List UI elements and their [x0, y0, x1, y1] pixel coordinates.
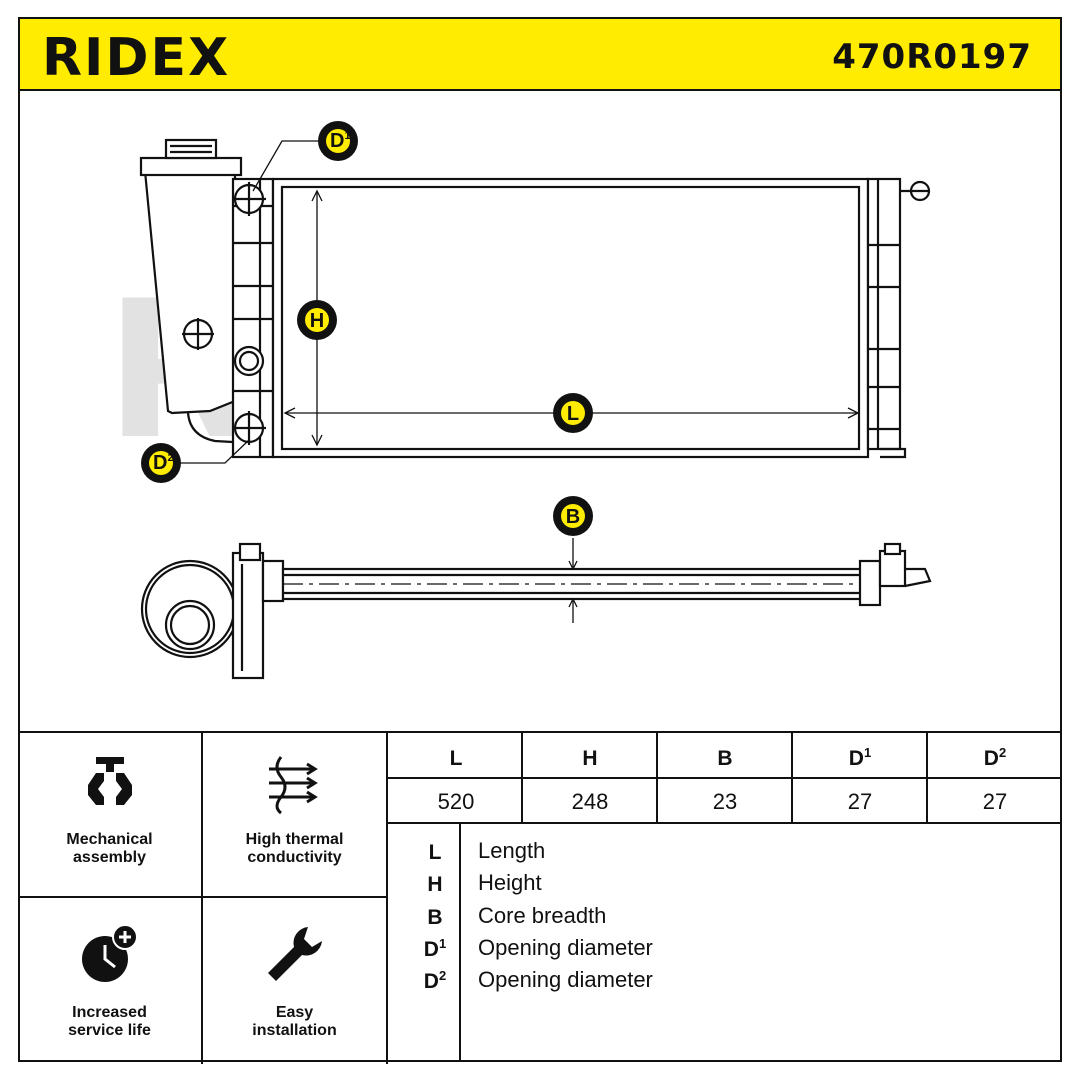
right-end-tank [866, 177, 902, 451]
legend-symbol: L [428, 841, 442, 864]
callout-h: H [297, 300, 337, 340]
svg-text:B: B [566, 506, 580, 528]
callout-d2: D2 [141, 443, 181, 483]
callout-b: B [553, 496, 593, 536]
feature-label: High thermal conductivity [245, 831, 344, 866]
feature-mechanical-assembly: Mechanical assembly [18, 733, 203, 898]
legend-text: Opening diameter [478, 967, 653, 992]
feature-easy-installation: Easy installation [203, 898, 388, 1064]
legend-symbol: D2 [423, 968, 447, 993]
svg-text:D2: D2 [153, 452, 174, 474]
dim-header-b: B [717, 747, 733, 770]
svg-text:D1: D1 [330, 130, 351, 152]
dim-value-d1: 27 [847, 789, 873, 814]
mechanical-assembly-icon [87, 757, 132, 805]
feature-label: Increased service life [68, 1004, 151, 1039]
legend-symbol: H [427, 873, 443, 896]
dim-header-l: L [449, 747, 463, 770]
legend-text: Opening diameter [478, 935, 653, 960]
wrench-icon [267, 927, 322, 981]
side-view-tank [140, 559, 240, 659]
callout-d1: D1 [318, 121, 358, 161]
feature-service-life: Increased service life [18, 898, 203, 1064]
clock-plus-icon [81, 924, 138, 982]
legend-text: Height [478, 870, 542, 895]
dim-header-d1: D1 [848, 745, 872, 770]
radiator-drawing: RIDEX [105, 121, 932, 680]
legend-text: Core breadth [478, 903, 607, 928]
tank-rim [139, 156, 243, 177]
spec-panel: Mechanical assembly High thermal conduct… [18, 731, 1062, 1064]
dim-value-l: 520 [437, 789, 475, 814]
side-view-right-bracket [858, 559, 882, 607]
side-view-left-bracket [231, 551, 265, 680]
legend-text: Length [478, 838, 546, 863]
dim-value-h: 248 [571, 789, 609, 814]
legend-symbol: B [427, 906, 443, 929]
svg-text:L: L [567, 403, 579, 425]
header-bar: RIDEX 470R0197 [18, 17, 1062, 91]
part-number: 470R0197 [832, 37, 1032, 77]
callout-l: L [553, 393, 593, 433]
dim-header-d2: D2 [983, 745, 1007, 770]
dim-value-b: 23 [712, 789, 738, 814]
tank-cap [164, 138, 218, 160]
feature-thermal-conductivity: High thermal conductivity [203, 733, 388, 898]
dim-value-d2: 27 [982, 789, 1008, 814]
thermal-conductivity-icon [268, 756, 318, 815]
svg-text:RIDEX: RIDEX [42, 28, 230, 83]
legend-symbol: D1 [423, 936, 447, 961]
panel-divider [386, 733, 388, 1062]
dim-header-h: H [582, 747, 598, 770]
ridex-logo: RIDEX [42, 28, 230, 83]
feature-label: Mechanical assembly [66, 831, 153, 866]
feature-label: Easy installation [252, 1004, 337, 1039]
svg-text:H: H [310, 310, 324, 332]
